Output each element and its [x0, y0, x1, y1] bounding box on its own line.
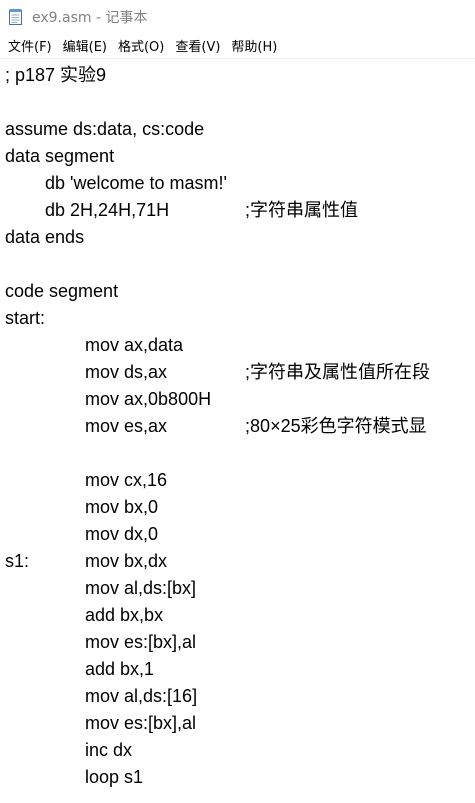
menu-bar: 文件(F) 编辑(E) 格式(O) 查看(V) 帮助(H)	[0, 33, 475, 59]
text-editor-area[interactable]: ; p187 实验9 assume ds:data, cs:code data …	[0, 60, 475, 803]
title-bar[interactable]: ex9.asm - 记事本	[0, 0, 475, 33]
menu-file[interactable]: 文件(F)	[8, 40, 52, 55]
menu-edit[interactable]: 编辑(E)	[62, 40, 107, 55]
window-title: ex9.asm - 记事本	[32, 9, 148, 26]
notepad-icon	[8, 8, 24, 26]
menu-format[interactable]: 格式(O)	[117, 40, 165, 55]
menu-help[interactable]: 帮助(H)	[231, 40, 278, 55]
menu-view[interactable]: 查看(V)	[175, 40, 221, 55]
editor-text[interactable]: ; p187 实验9 assume ds:data, cs:code data …	[5, 65, 431, 787]
